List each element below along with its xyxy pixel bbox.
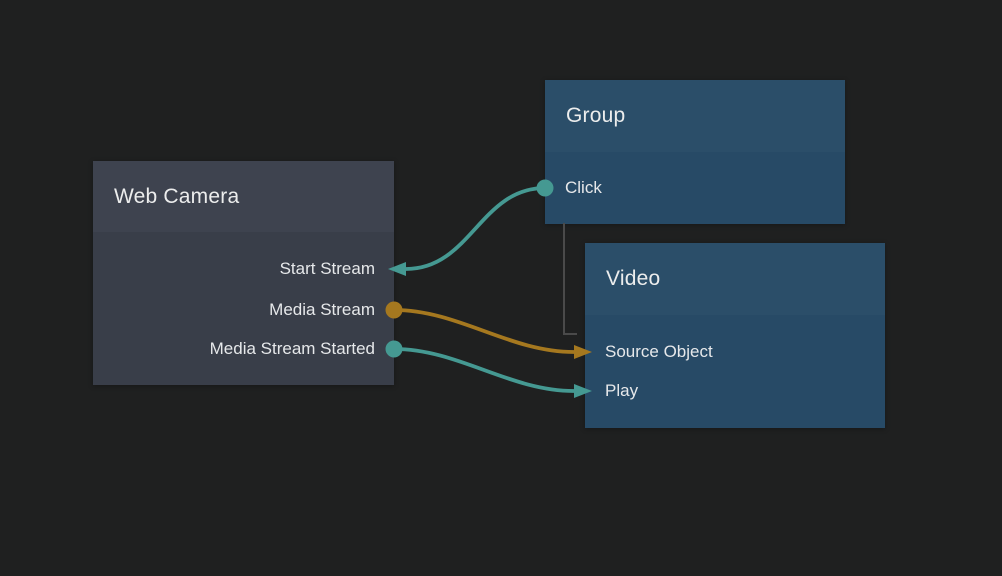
wire-media-stream-to-source-object[interactable] xyxy=(392,308,576,354)
node-title-group: Group xyxy=(566,104,626,127)
node-title-video: Video xyxy=(606,267,661,290)
wire-media-stream-started-to-play[interactable] xyxy=(392,347,576,393)
node-header-group[interactable]: Group xyxy=(545,80,845,152)
route-cable-group-to-video[interactable] xyxy=(563,223,577,335)
node-title-web-camera: Web Camera xyxy=(114,185,240,208)
wire-click-to-start-stream[interactable] xyxy=(404,186,547,271)
port-start-stream[interactable]: Start Stream xyxy=(279,259,375,278)
node-header-video[interactable]: Video xyxy=(585,243,885,315)
port-play[interactable]: Play xyxy=(605,381,639,400)
port-source-object[interactable]: Source Object xyxy=(605,342,713,361)
node-body-group: Click xyxy=(545,152,845,224)
port-media-stream-started[interactable]: Media Stream Started xyxy=(209,339,375,358)
port-click[interactable]: Click xyxy=(565,178,602,197)
port-media-stream[interactable]: Media Stream xyxy=(269,300,375,319)
node-header-web-camera[interactable]: Web Camera xyxy=(93,161,394,232)
